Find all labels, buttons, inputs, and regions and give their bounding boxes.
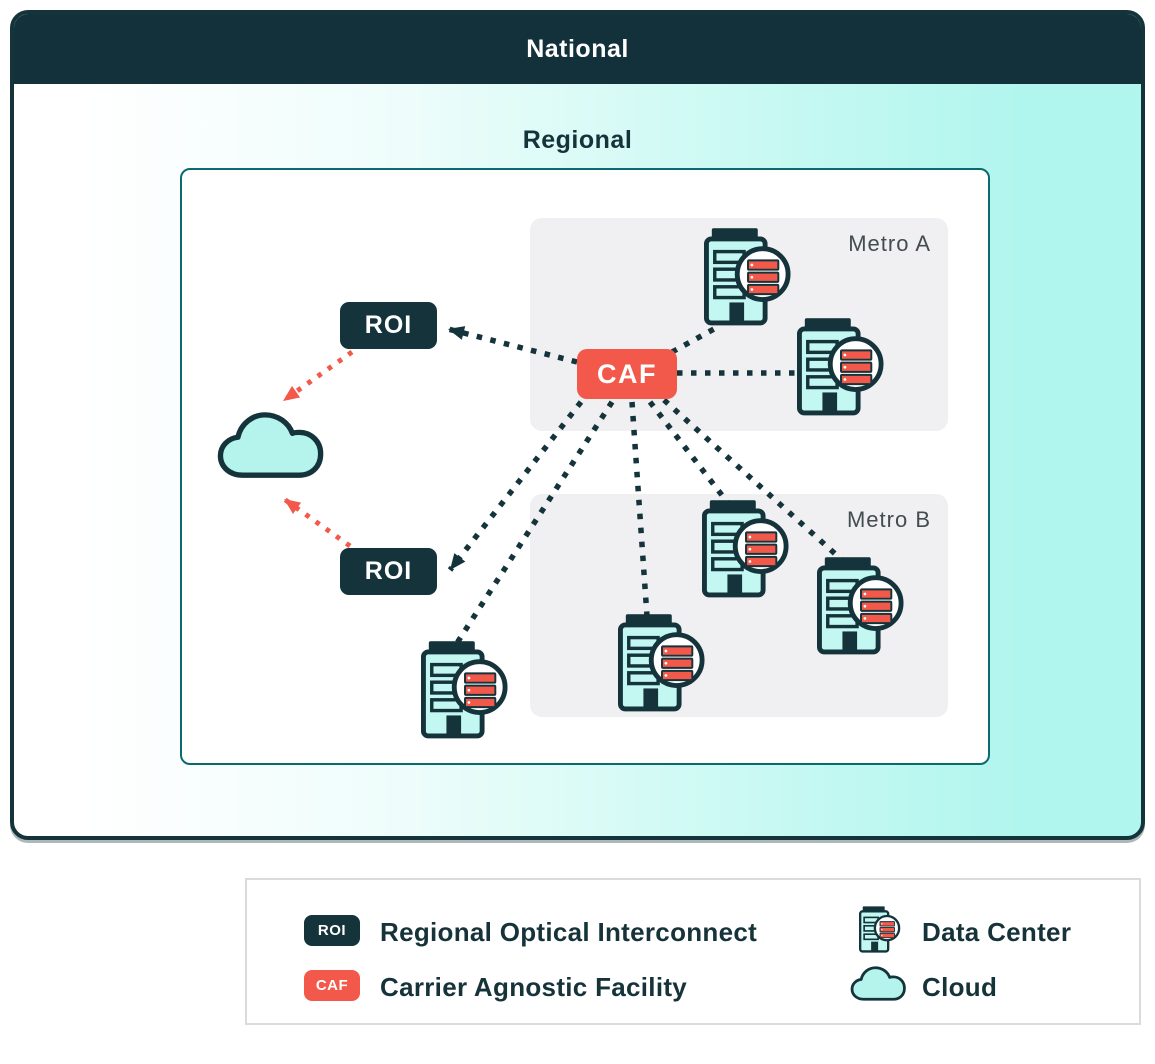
data-center-icon	[797, 318, 885, 418]
national-label: National	[526, 35, 629, 63]
legend-data-center-label: Data Center	[922, 917, 1072, 947]
legend-caf-label: Carrier Agnostic Facility	[380, 972, 688, 1002]
data-center-icon	[817, 557, 905, 657]
legend-roi-badge: ROI	[304, 915, 360, 946]
legend-cloud-label: Cloud	[922, 972, 998, 1002]
data-center-icon	[702, 500, 790, 600]
legend: ROI Regional Optical Interconnect CAF Ca…	[245, 878, 1141, 1025]
caf-node: CAF	[577, 349, 677, 399]
cloud-icon	[216, 410, 328, 482]
metro-a-label: Metro A	[848, 231, 931, 256]
metro-b-label: Metro B	[846, 507, 931, 532]
data-center-icon	[421, 641, 509, 741]
data-center-icon	[618, 614, 706, 714]
national-header: National	[14, 14, 1141, 84]
cloud-icon	[850, 965, 908, 1003]
data-center-icon	[859, 906, 901, 954]
legend-caf-badge: CAF	[304, 970, 360, 1001]
roi-bottom-node: ROI	[340, 548, 437, 595]
roi-top-node: ROI	[340, 302, 437, 349]
legend-roi-label: Regional Optical Interconnect	[380, 917, 758, 947]
regional-label: Regional	[522, 126, 633, 154]
data-center-icon	[704, 228, 792, 328]
